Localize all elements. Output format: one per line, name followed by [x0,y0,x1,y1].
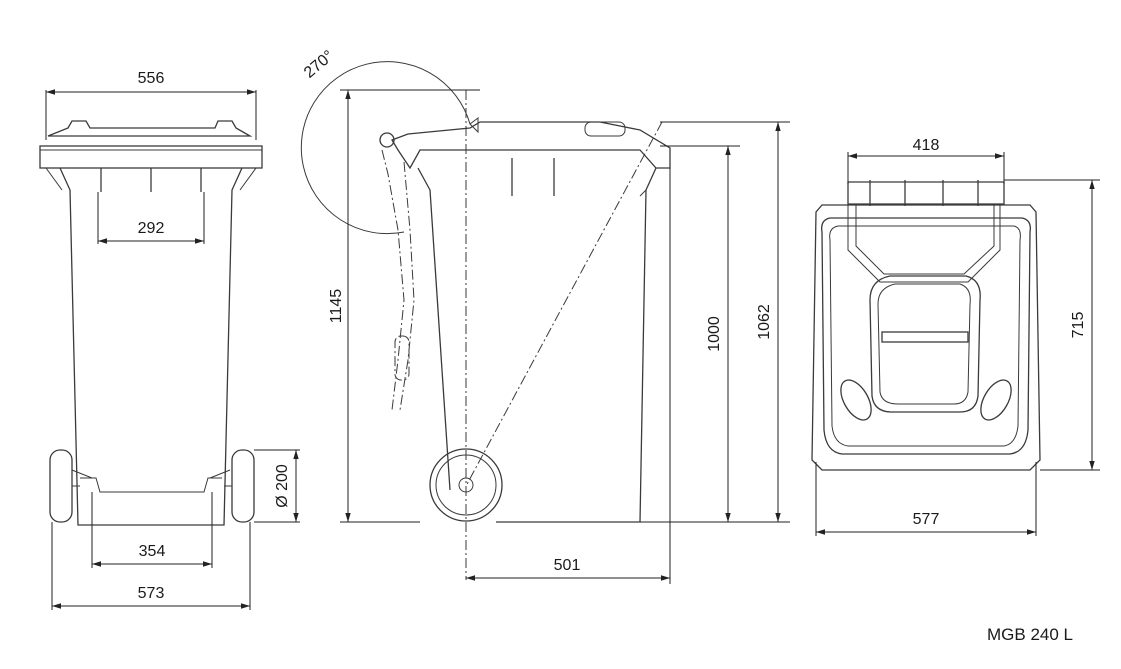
top-view [811,180,1041,471]
dim-top-width-plan: 577 [913,511,940,528]
top-dimensions [815,152,1100,536]
front-wheel-left [49,449,73,523]
dim-open-angle: 270° [301,47,337,81]
hinge [379,132,395,148]
dim-overall-width: 573 [138,585,165,602]
top-hinge [847,181,1005,205]
side-body [417,167,657,523]
side-lid [391,121,671,170]
dim-top-depth: 715 [1070,312,1087,339]
dim-top-lid-width: 418 [913,137,940,154]
dim-lid-height: 1062 [756,304,773,340]
side-wheel [429,448,503,522]
front-lid-top [47,120,253,137]
front-view [39,120,263,526]
dim-top-width: 556 [138,70,165,87]
model-title: MGB 240 L [987,625,1073,644]
front-dimensions [45,89,300,610]
dim-depth: 501 [554,557,581,574]
top-label-slot [881,331,969,343]
dim-base-inner: 354 [139,543,166,560]
dim-wheel-diameter: Ø 200 [274,464,291,508]
dim-height-open: 1145 [328,289,345,324]
side-view [300,61,671,580]
front-lid-rim [39,145,263,169]
dim-body-height: 1000 [706,316,723,352]
swing-arc [300,61,471,235]
top-outline [811,204,1041,471]
side-dimensions [340,89,790,584]
dim-inner-rib: 292 [138,220,165,237]
front-body [59,167,243,526]
open-lid [381,149,405,411]
front-wheel-right [231,449,255,523]
